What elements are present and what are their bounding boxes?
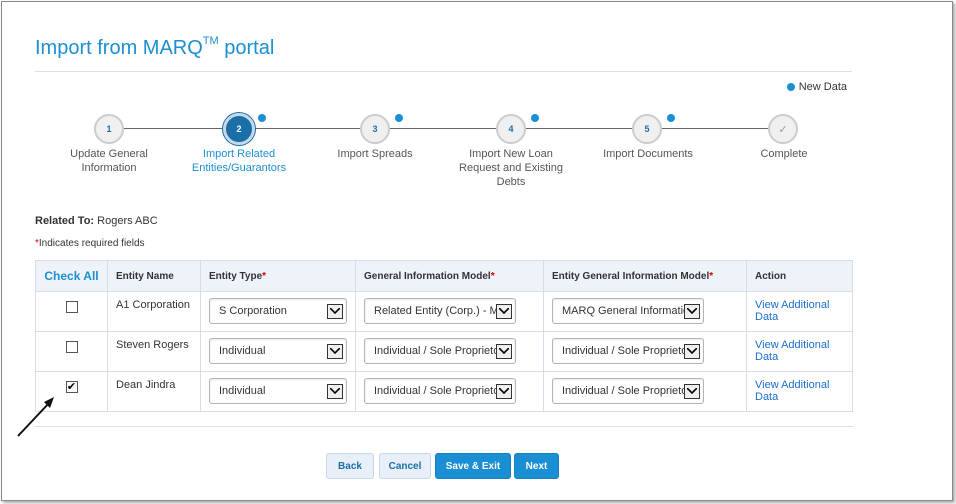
step-2-label: Import Related Entities/Guarantors — [191, 148, 287, 174]
chevron-down-icon — [496, 343, 512, 359]
step-2-new-data-icon — [258, 114, 266, 122]
required-fields-note: *Indicates required fields — [35, 238, 145, 249]
entity-general-info-model-select[interactable]: MARQ General Information — [552, 298, 704, 324]
col-entity-name: Entity Name — [107, 260, 201, 292]
new-data-dot-icon — [786, 83, 795, 91]
view-additional-data-link[interactable]: View Additional Data — [755, 379, 830, 403]
save-exit-button[interactable]: Save & Exit — [435, 453, 511, 479]
step-complete-circle[interactable]: ✓ — [768, 114, 798, 144]
col-entity-general-information-model: Entity General Information Model* — [543, 260, 747, 292]
step-5-circle[interactable]: 5 — [632, 114, 662, 144]
step-3-label: Import Spreads — [337, 148, 413, 160]
chevron-down-icon — [327, 343, 343, 359]
stepper-connector — [111, 128, 783, 129]
table-row: A1 Corporation S Corporation Related Ent… — [35, 291, 853, 332]
col-action: Action — [746, 260, 853, 292]
entity-type-select[interactable]: Individual — [209, 378, 347, 404]
entity-type-select[interactable]: S Corporation — [209, 298, 347, 324]
row-checkbox[interactable] — [65, 301, 78, 313]
step-complete-label: Complete — [760, 148, 808, 160]
chevron-down-icon — [496, 383, 512, 399]
chevron-down-icon — [496, 303, 512, 319]
new-data-legend: New Data — [786, 81, 847, 93]
page-title: Import from MARQTM portal — [35, 35, 275, 59]
chevron-down-icon — [684, 343, 700, 359]
col-entity-type: Entity Type* — [200, 260, 356, 292]
chevron-down-icon — [684, 383, 700, 399]
step-4-label: Import New Loan Request and Existing Deb… — [459, 148, 563, 188]
back-button[interactable]: Back — [326, 453, 374, 479]
footer-divider — [35, 426, 853, 427]
table-header-row: Check All Entity Name Entity Type* Gener… — [35, 260, 853, 292]
general-info-model-select[interactable]: Individual / Sole Proprietors — [364, 338, 516, 364]
checkmark-icon: ✓ — [778, 123, 788, 136]
step-4-new-data-icon — [531, 114, 539, 122]
title-divider — [35, 71, 852, 72]
entity-name: A1 Corporation — [107, 291, 201, 332]
step-1-circle[interactable]: 1 — [94, 114, 124, 144]
row-checkbox[interactable] — [65, 341, 78, 353]
import-stepper: 1 Update General Information 2 Import Re… — [2, 2, 956, 202]
annotation-arrow-icon — [17, 397, 54, 437]
general-info-model-select[interactable]: Related Entity (Corp.) - MAF — [364, 298, 516, 324]
view-additional-data-link[interactable]: View Additional Data — [755, 339, 830, 363]
entity-name: Dean Jindra — [107, 371, 201, 412]
chevron-down-icon — [684, 303, 700, 319]
chevron-down-icon — [327, 303, 343, 319]
view-additional-data-link[interactable]: View Additional Data — [755, 299, 830, 323]
cancel-button[interactable]: Cancel — [379, 453, 431, 479]
general-info-model-select[interactable]: Individual / Sole Proprietors — [364, 378, 516, 404]
chevron-down-icon — [327, 383, 343, 399]
step-2-circle[interactable]: 2 — [223, 113, 255, 145]
check-all-link[interactable]: Check All — [35, 260, 108, 292]
entity-general-info-model-select[interactable]: Individual / Sole Proprietors — [552, 338, 704, 364]
table-row: ✔ Dean Jindra Individual Individual / So… — [35, 371, 853, 412]
step-1-label: Update General Information — [70, 148, 148, 174]
table-row: Steven Rogers Individual Individual / So… — [35, 331, 853, 372]
step-3-new-data-icon — [395, 114, 403, 122]
step-3-circle[interactable]: 3 — [360, 114, 390, 144]
entity-name: Steven Rogers — [107, 331, 201, 372]
col-general-information-model: General Information Model* — [355, 260, 544, 292]
next-button[interactable]: Next — [514, 453, 559, 479]
entities-table: Check All Entity Name Entity Type* Gener… — [35, 260, 853, 412]
step-4-circle[interactable]: 4 — [496, 114, 526, 144]
related-to: Related To: Rogers ABC — [35, 215, 158, 227]
entity-type-select[interactable]: Individual — [209, 338, 347, 364]
step-5-label: Import Documents — [603, 148, 693, 160]
step-5-new-data-icon — [667, 114, 675, 122]
entity-general-info-model-select[interactable]: Individual / Sole Proprietors — [552, 378, 704, 404]
row-checkbox-checked[interactable]: ✔ — [65, 381, 78, 393]
